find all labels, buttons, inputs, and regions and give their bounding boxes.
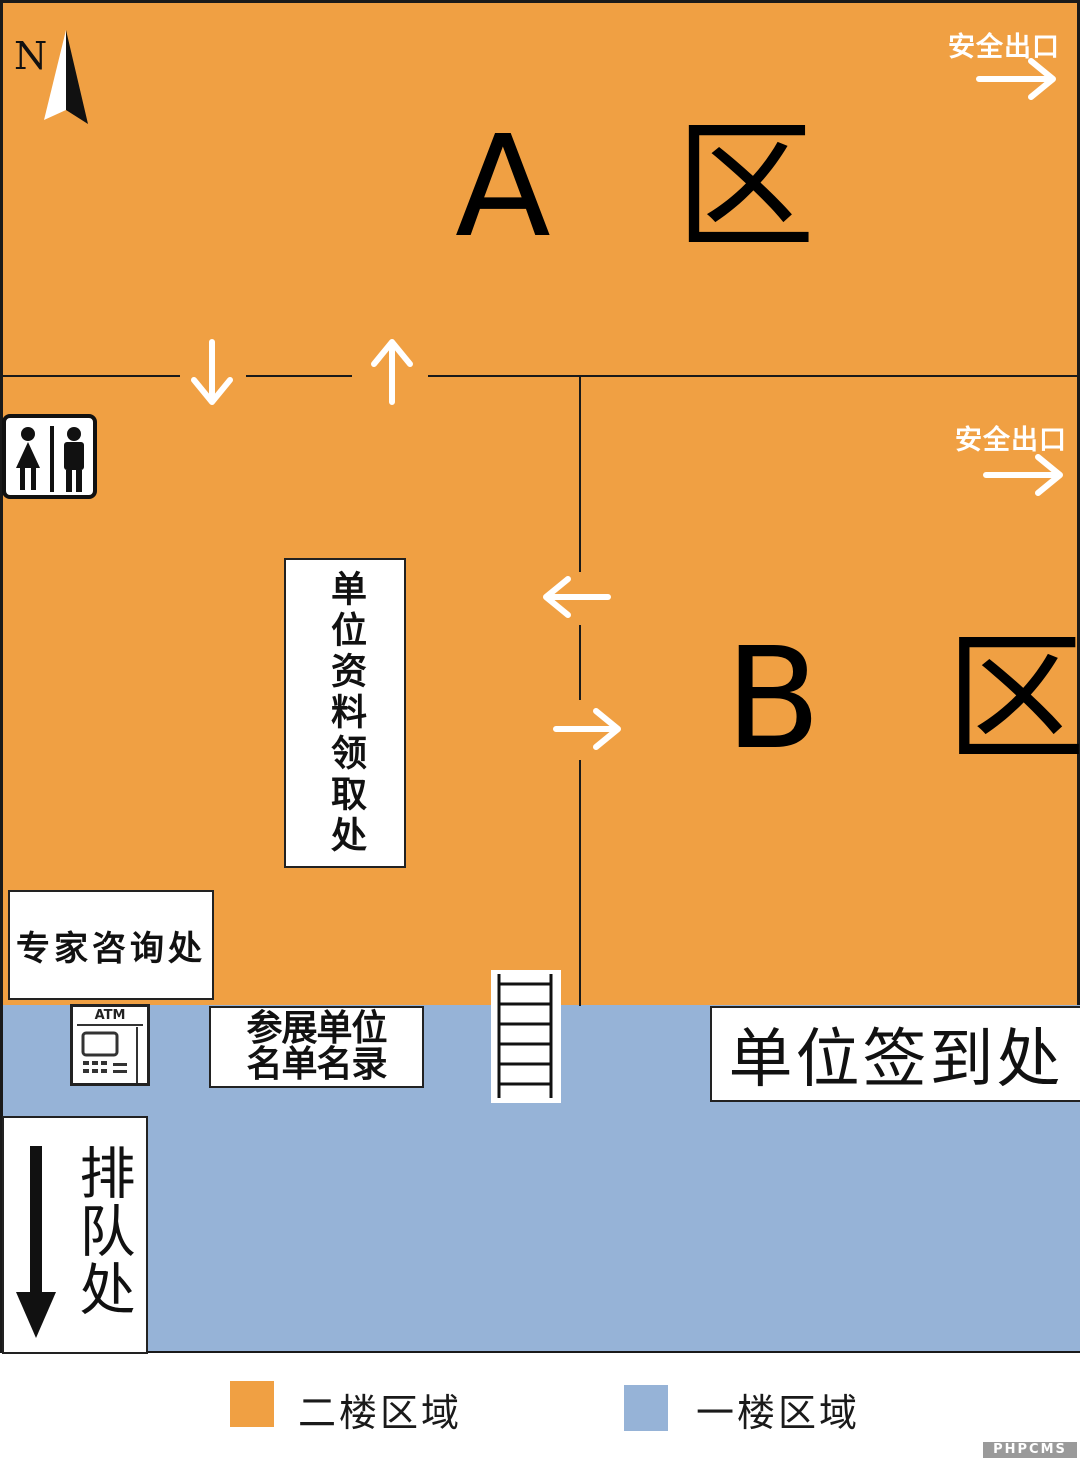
zone-a-label: A 区 (455, 106, 856, 269)
materials-pickup-label: 单位资料领取处 (325, 569, 366, 857)
atm-icon (77, 1024, 143, 1083)
stairs (491, 970, 561, 1103)
expert-consult-booth: 专家咨询处 (8, 890, 214, 1000)
second-floor-area (0, 0, 1080, 1008)
exit-arrow-icon (976, 58, 1056, 100)
legend-swatch-second-floor (230, 1381, 274, 1427)
exit-arrow-icon (983, 454, 1063, 496)
compass-icon (44, 30, 88, 124)
queue-arrow-icon (16, 1146, 56, 1338)
watermark: PHPCMS (983, 1442, 1077, 1458)
expert-consult-label: 专家咨询处 (16, 928, 206, 969)
flow-arrow-icon (543, 576, 611, 618)
legend-swatch-first-floor (624, 1385, 668, 1431)
watermark-text: PHPCMS (993, 1442, 1067, 1457)
atm-machine: ATM (70, 1004, 150, 1086)
compass: N (12, 28, 102, 128)
flow-arrow-icon (553, 708, 621, 750)
stairs-icon (497, 974, 553, 1098)
exhibitor-list-line-1: 参展单位 (246, 1008, 387, 1049)
materials-pickup-booth: 单位资料领取处 (284, 558, 406, 868)
legend-label-second-floor: 二楼区域 (298, 1391, 463, 1435)
exhibitor-list-line-2: 名单名录 (246, 1044, 387, 1085)
legend-label-first-floor: 一楼区域 (696, 1391, 861, 1435)
exit-label-a: 安全出口 (948, 32, 1060, 63)
exhibitor-list-booth: 参展单位 名单名录 (209, 1006, 424, 1088)
restroom-sign (2, 414, 97, 499)
sign-in-label: 单位签到处 (728, 1023, 1064, 1097)
restroom-icon (16, 426, 84, 492)
compass-letter: N (14, 34, 48, 78)
queue-area: 排队处 (2, 1116, 148, 1354)
exit-label-b: 安全出口 (955, 425, 1067, 456)
flow-arrow-icon (191, 339, 233, 405)
flow-arrow-icon (371, 339, 413, 405)
atm-label: ATM (94, 1008, 126, 1023)
queue-label: 排队处 (70, 1144, 135, 1318)
zone-b-label: B 区 (725, 618, 1080, 781)
sign-in-booth: 单位签到处 (710, 1006, 1080, 1102)
